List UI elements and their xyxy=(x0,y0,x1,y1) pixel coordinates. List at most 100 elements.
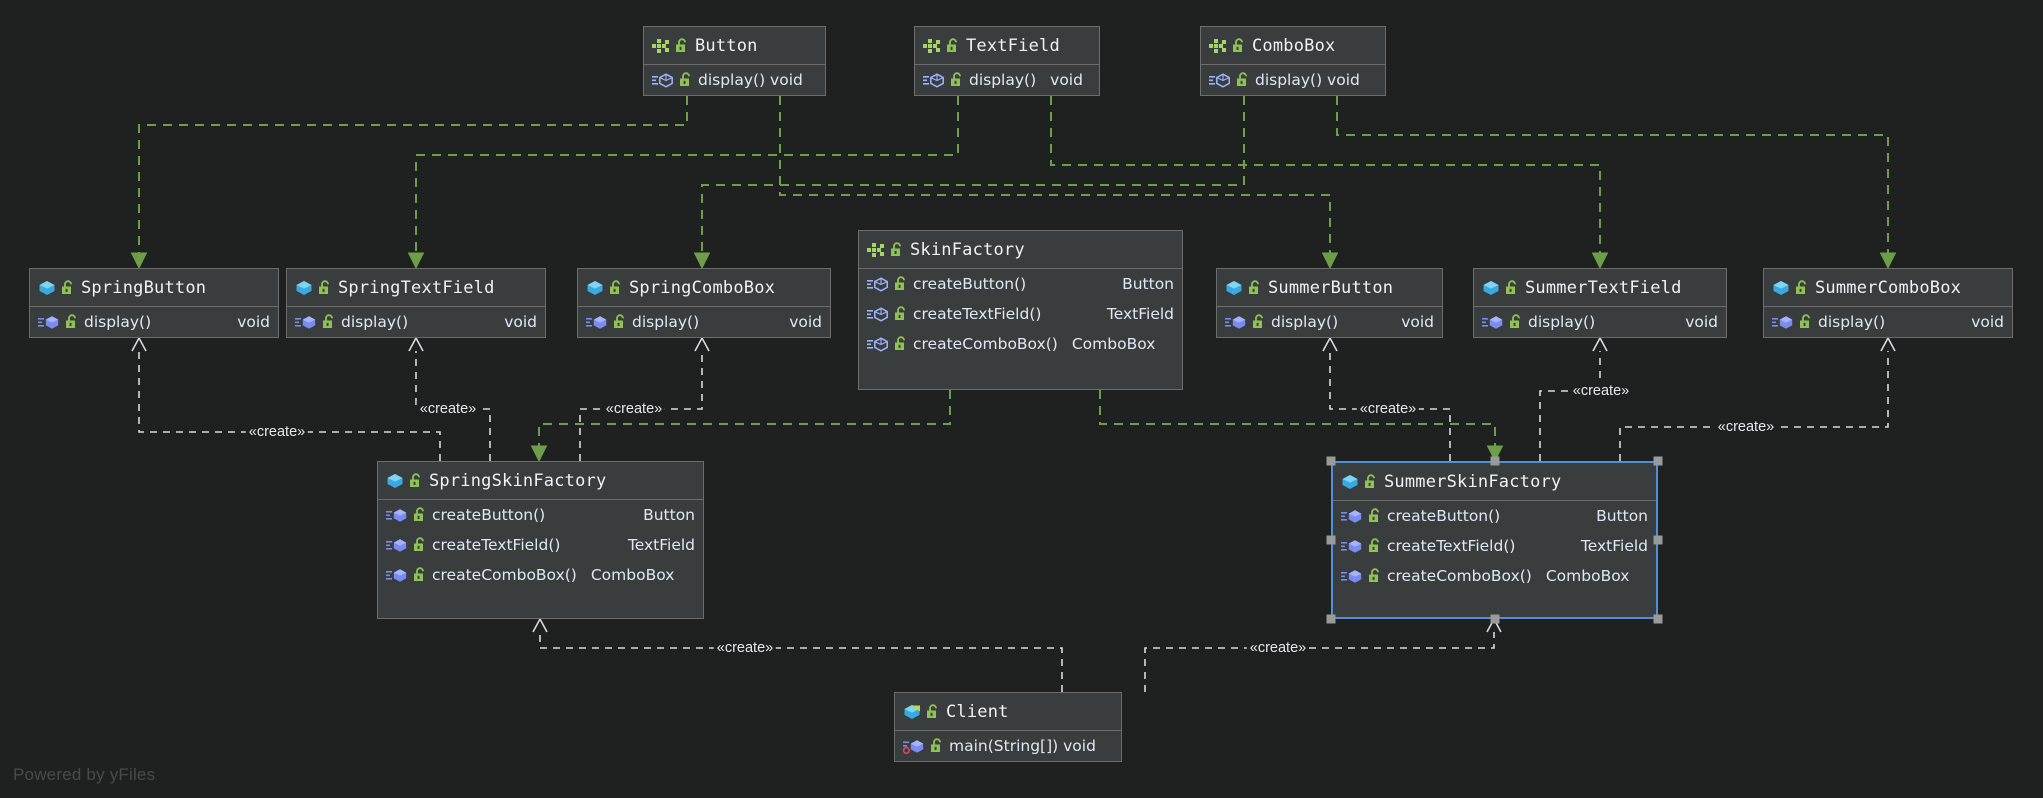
resize-handle[interactable] xyxy=(1326,614,1336,624)
method-icon xyxy=(1482,314,1504,330)
lock-icon xyxy=(894,306,907,322)
arrowhead-d2 xyxy=(408,336,424,352)
edge-e8[interactable] xyxy=(1099,390,1496,446)
arrowhead-d1 xyxy=(131,336,147,352)
resize-handle[interactable] xyxy=(1653,535,1663,545)
edge-label-create: «create» xyxy=(1246,640,1310,656)
member-row[interactable]: createComboBox()ComboBox xyxy=(859,329,1182,359)
member-row[interactable]: createComboBox()ComboBox xyxy=(378,560,703,590)
edge-d1[interactable] xyxy=(138,351,441,461)
member-row[interactable]: createButton()Button xyxy=(859,269,1182,299)
member-name: display() void xyxy=(698,71,803,89)
member-type: Button xyxy=(1596,507,1648,525)
lock-icon xyxy=(1364,473,1377,490)
resize-handle[interactable] xyxy=(1326,535,1336,545)
node-header: SkinFactory xyxy=(859,231,1182,269)
node-title: SkinFactory xyxy=(910,239,1025,260)
node-members: display()void xyxy=(1764,307,2012,337)
node-title: Client xyxy=(946,701,1009,722)
member-row[interactable]: display()void xyxy=(287,307,545,337)
uml-node-ComboBox[interactable]: ComboBox display() void xyxy=(1200,26,1386,96)
node-title: SpringTextField xyxy=(338,277,495,298)
member-row[interactable]: display()void xyxy=(30,307,278,337)
member-type: void xyxy=(1971,313,2004,331)
lock-icon xyxy=(613,314,626,330)
edge-e7[interactable] xyxy=(538,390,951,446)
uml-node-Button[interactable]: Button display() void xyxy=(643,26,826,96)
arrowhead-d6 xyxy=(1880,336,1896,352)
resize-handle[interactable] xyxy=(1326,456,1336,466)
member-row[interactable]: createTextField()TextField xyxy=(378,530,703,560)
resize-handle[interactable] xyxy=(1653,614,1663,624)
node-header: Button xyxy=(644,27,825,65)
lock-icon xyxy=(65,314,78,330)
uml-node-SpringTextField[interactable]: SpringTextField display()void xyxy=(286,268,546,338)
node-header: SummerTextField xyxy=(1474,269,1726,307)
member-row[interactable]: display()void xyxy=(1474,307,1726,337)
uml-node-TextField[interactable]: TextField display()void xyxy=(914,26,1100,96)
lock-icon xyxy=(1509,314,1522,330)
edge-d7[interactable] xyxy=(539,632,1063,692)
node-members: display()void xyxy=(915,65,1099,95)
lock-icon xyxy=(1368,508,1381,524)
edge-d8[interactable] xyxy=(1144,632,1495,692)
lock-icon xyxy=(675,37,688,54)
node-title: SummerButton xyxy=(1268,277,1394,298)
member-row[interactable]: display()void xyxy=(1217,307,1442,337)
member-name: display() void xyxy=(1255,71,1360,89)
yfiles-watermark: Powered by yFiles xyxy=(13,765,156,784)
member-row[interactable]: createComboBox()ComboBox xyxy=(1333,561,1656,591)
edge-e6[interactable] xyxy=(1336,96,1889,253)
method-icon xyxy=(1341,508,1363,524)
lock-icon xyxy=(609,279,622,296)
member-type: void xyxy=(237,313,270,331)
member-row[interactable]: createTextField()TextField xyxy=(1333,531,1656,561)
member-row[interactable]: display() void xyxy=(644,65,825,95)
member-row[interactable]: main(String[]) void xyxy=(895,731,1121,761)
member-row[interactable]: createButton() Button xyxy=(1333,501,1656,531)
member-type: TextField xyxy=(1106,305,1174,323)
resize-handle[interactable] xyxy=(1490,456,1499,466)
member-row[interactable]: display() void xyxy=(1201,65,1385,95)
edge-label-create: «create» xyxy=(602,401,666,417)
node-title: ComboBox xyxy=(1252,35,1336,56)
member-row[interactable]: display()void xyxy=(1764,307,2012,337)
resize-handle[interactable] xyxy=(1653,456,1663,466)
edge-e1[interactable] xyxy=(138,96,688,253)
uml-node-Client[interactable]: Client main(String[]) void xyxy=(894,692,1122,762)
member-name: createTextField() xyxy=(913,305,1042,323)
member-name: createButton() xyxy=(1387,507,1501,525)
member-row[interactable]: display()void xyxy=(915,65,1099,95)
lock-icon xyxy=(1248,279,1261,296)
class-icon xyxy=(1341,474,1359,490)
lock-icon xyxy=(61,279,74,296)
member-name: display() xyxy=(632,313,700,331)
lock-icon xyxy=(413,507,426,523)
lock-icon xyxy=(1368,538,1381,554)
node-header: SpringTextField xyxy=(287,269,545,307)
node-title: TextField xyxy=(966,35,1060,56)
lock-icon xyxy=(413,537,426,553)
member-row[interactable]: createButton()Button xyxy=(378,500,703,530)
lock-icon xyxy=(1236,72,1249,88)
member-row[interactable]: display()void xyxy=(578,307,830,337)
member-row[interactable]: createTextField() TextField xyxy=(859,299,1182,329)
edge-d5[interactable] xyxy=(1539,351,1601,461)
member-name: createComboBox() xyxy=(913,335,1058,353)
member-type: Button xyxy=(643,506,695,524)
resize-handle[interactable] xyxy=(1490,614,1499,624)
arrowhead-e2 xyxy=(407,252,425,270)
edge-d6[interactable] xyxy=(1619,351,1889,461)
arrowhead-d3 xyxy=(694,336,710,352)
uml-node-SummerButton[interactable]: SummerButton display()void xyxy=(1216,268,1443,338)
node-members: display()void xyxy=(1474,307,1726,337)
